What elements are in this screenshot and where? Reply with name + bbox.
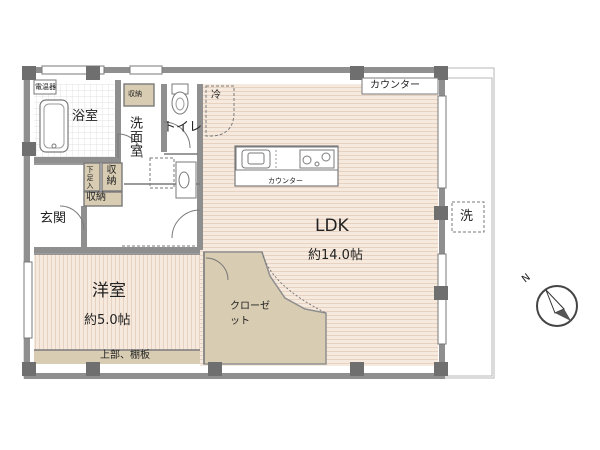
compass: [536, 285, 578, 327]
shoe-box-label: 下足入: [86, 166, 94, 190]
bath-tub: [39, 99, 69, 153]
balcony-laundry-space: [451, 201, 485, 233]
interior-lines: [34, 83, 205, 364]
washroom-label: 洗面室: [127, 116, 142, 158]
storage-mid-floor: [102, 163, 122, 191]
western-room-floor: [34, 254, 200, 350]
washbasin: [175, 161, 197, 199]
shelf-label: 上部、棚板: [100, 350, 150, 361]
counter-kitchen-label: カウンター: [268, 177, 303, 185]
storage-left-floor: [84, 192, 122, 206]
counter-top-strip: [361, 77, 439, 95]
storage-mid-label: 収納: [104, 164, 115, 186]
ldk-size: 約14.0帖: [308, 248, 363, 263]
laundry-label: 洗: [460, 209, 474, 224]
storage-top-floor: [124, 84, 154, 106]
corridor-floor: [84, 206, 200, 246]
toilet-fixture: [171, 83, 189, 115]
entrance-label: 玄関: [40, 211, 67, 226]
ldk-name: LDK: [315, 216, 349, 236]
storage-top-label: 収納: [128, 90, 142, 98]
toilet-label: トイレ: [163, 120, 203, 135]
water-heater-box: [33, 79, 57, 95]
storage-left-label: 収納: [86, 192, 106, 203]
washroom-laundry-space: [149, 157, 175, 189]
pillars: [22, 66, 448, 376]
fridge-label: 冷: [211, 90, 221, 101]
western-room-size: 約5.0帖: [84, 313, 131, 328]
closet-label: クローゼット: [230, 301, 270, 327]
counter-top-label: カウンター: [370, 80, 420, 91]
bath-label: 浴室: [72, 109, 99, 124]
entrance-floor: [34, 165, 84, 249]
shoe-box-floor: [84, 163, 100, 191]
fridge-space: [205, 85, 235, 137]
shelf-strip: [34, 350, 200, 364]
western-room-name: 洋室: [92, 281, 126, 301]
kitchen-counter: [234, 145, 339, 187]
water-heater-label: 電温器: [35, 83, 56, 91]
door-swings: [59, 121, 327, 314]
